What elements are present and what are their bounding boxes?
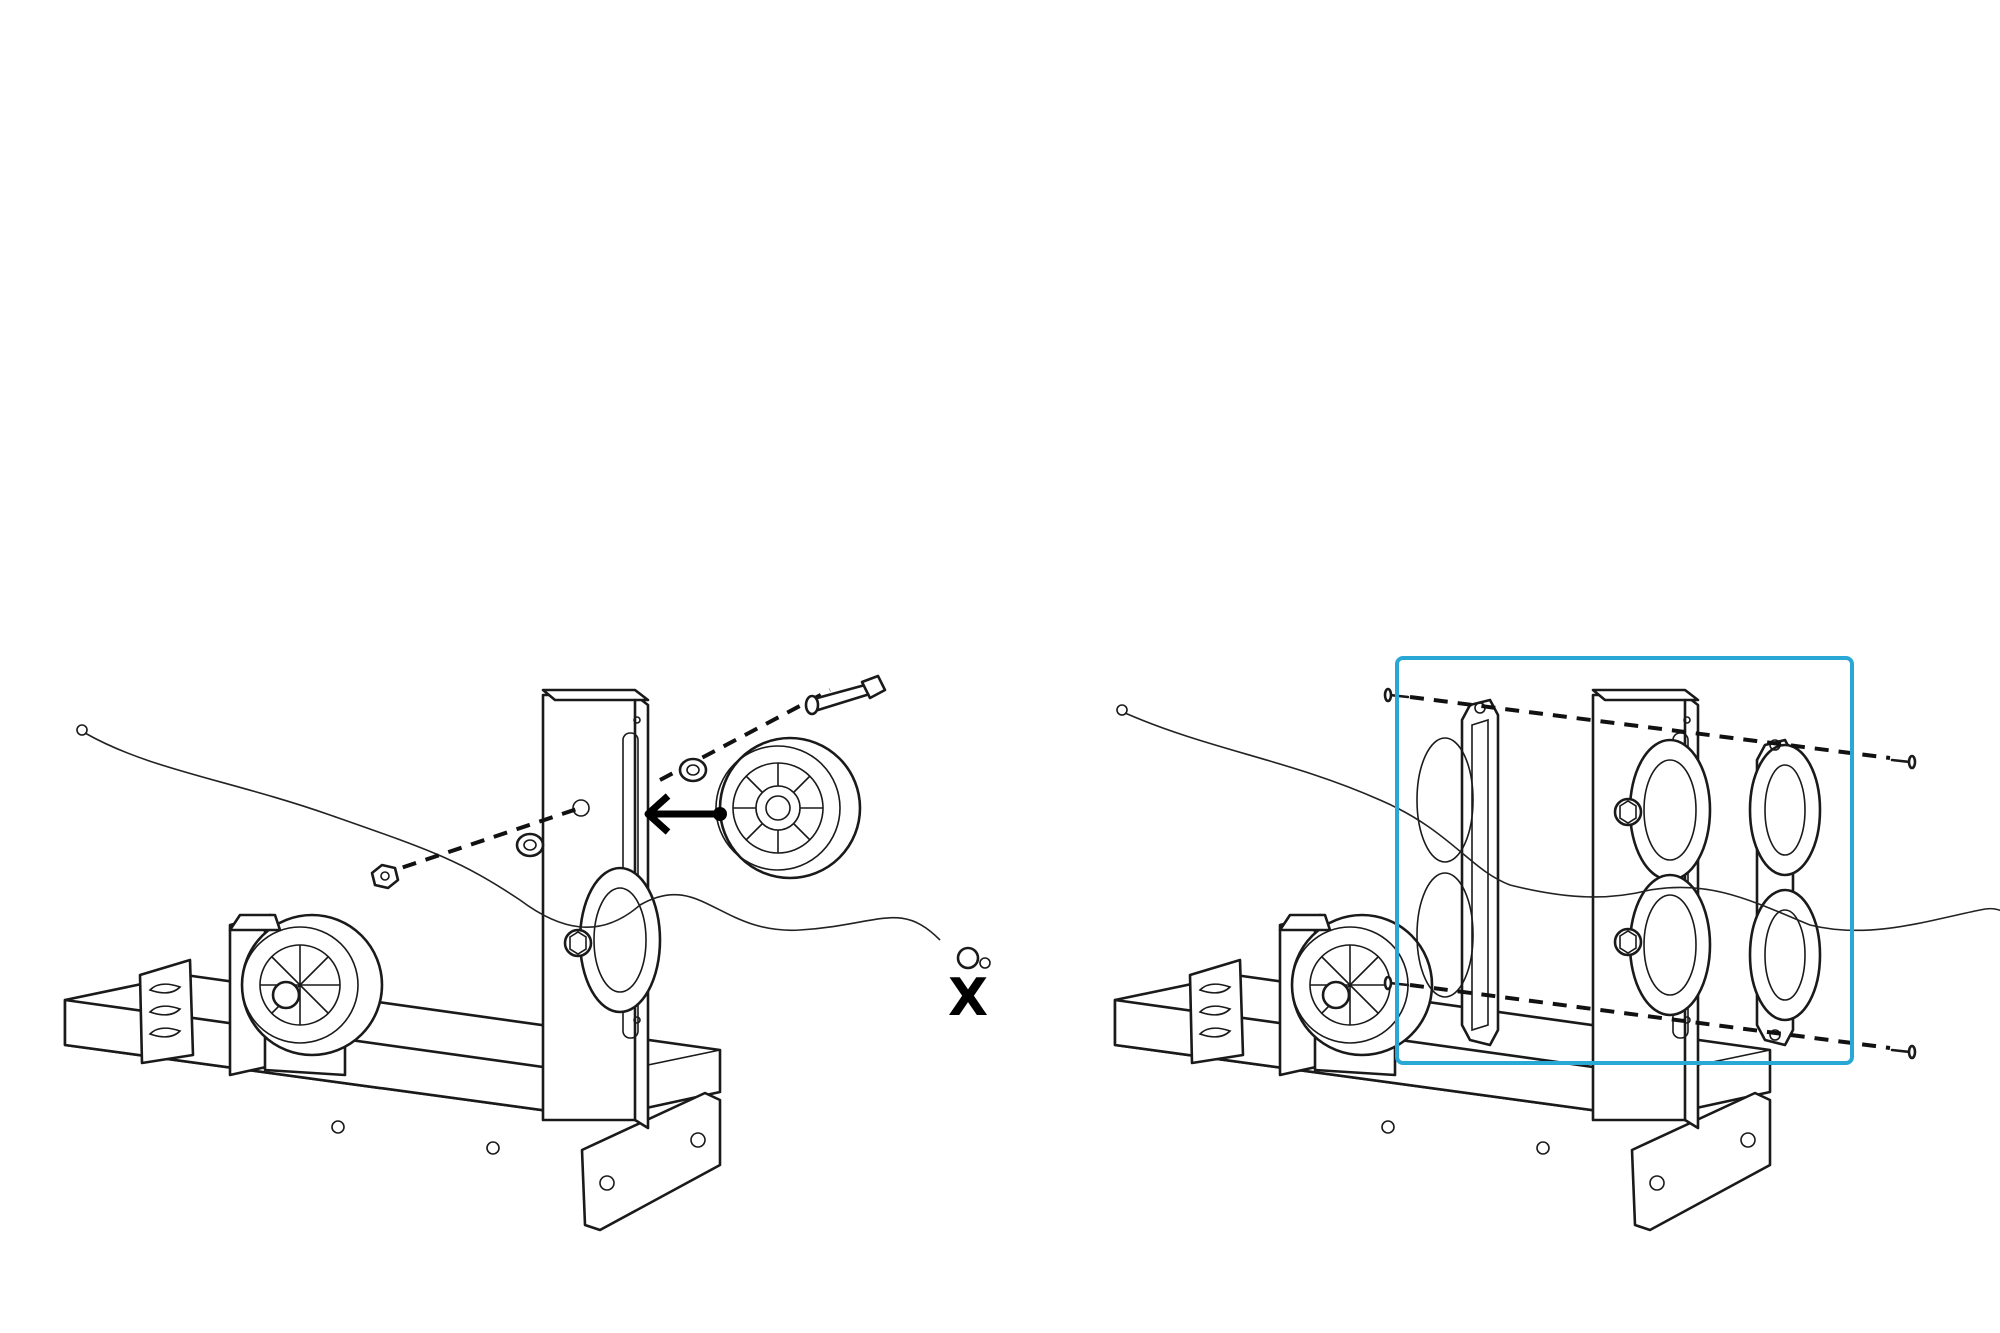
left-cable-guard	[138, 958, 195, 1065]
right-screw-top-right	[1890, 754, 1917, 770]
left-marker-label: X	[948, 968, 988, 1028]
right-screw-bottom-right	[1890, 1044, 1917, 1060]
left-loose-pulley	[715, 736, 862, 880]
left-panel: X	[63, 674, 991, 1232]
left-post-hole	[572, 799, 590, 817]
right-side-cover-right	[1748, 738, 1822, 1047]
right-post-pulley-lower	[1613, 873, 1712, 1017]
right-screw-dashed-line-bottom	[1409, 983, 1891, 1050]
left-nut	[370, 863, 400, 890]
left-post-pulley	[563, 866, 662, 1014]
left-bolt-axis-dashed-line-lower	[379, 806, 581, 877]
left-bolt	[804, 674, 887, 716]
left-washer-upper	[678, 757, 708, 783]
left-cable	[84, 732, 941, 941]
left-cable-ball-end	[956, 946, 980, 970]
left-beam-hole-2	[486, 1141, 500, 1155]
left-cable-eyelet	[76, 724, 88, 736]
right-cable-eyelet	[1116, 704, 1128, 716]
left-beam-pulley	[228, 913, 384, 1077]
right-screw-dashed-line-top	[1409, 695, 1891, 760]
left-insertion-arrow	[644, 793, 727, 835]
right-end-plate	[1630, 1091, 1772, 1232]
right-post-pulley-upper	[1613, 738, 1712, 882]
right-panel	[1113, 656, 2000, 1232]
right-cable	[1124, 712, 2000, 932]
right-side-cover-left	[1416, 698, 1500, 1047]
left-washer-lower	[515, 832, 545, 858]
left-end-plate	[580, 1091, 722, 1232]
right-cable-guard	[1188, 958, 1245, 1065]
left-beam-hole-1	[331, 1120, 345, 1134]
right-highlight-box	[1395, 656, 1854, 1065]
